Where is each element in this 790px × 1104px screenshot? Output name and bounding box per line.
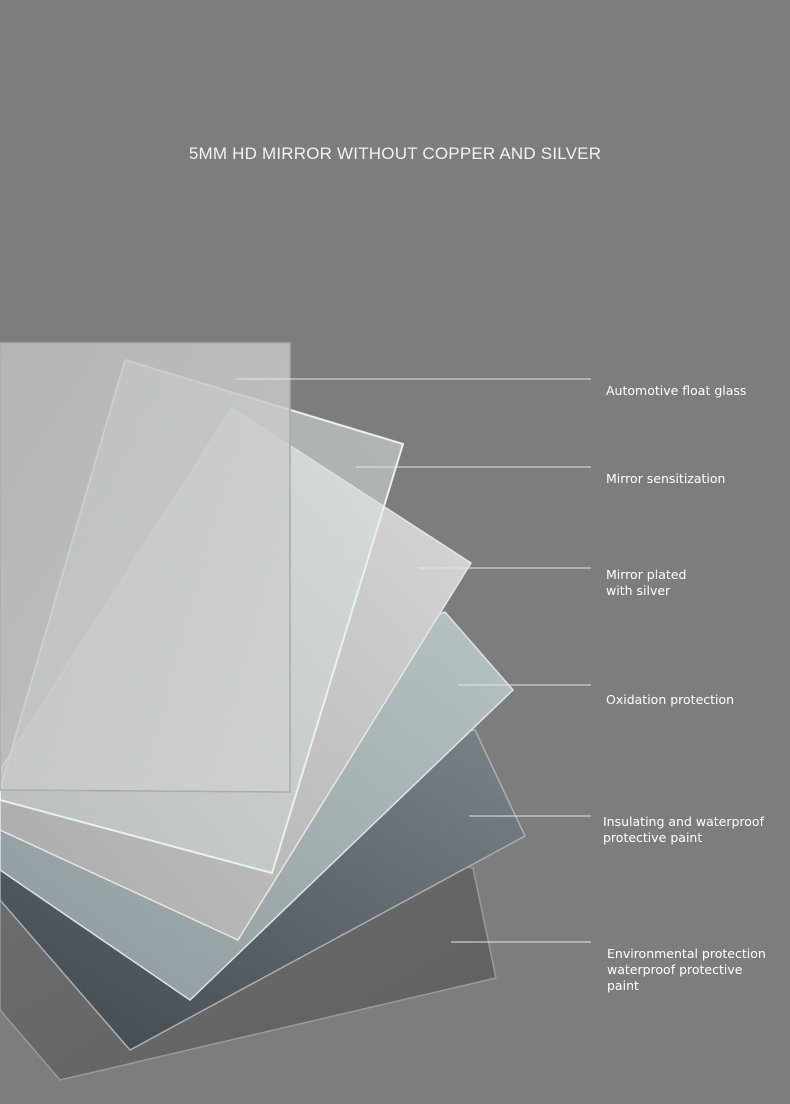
page-title: 5MM HD MIRROR WITHOUT COPPER AND SILVER <box>188 144 602 163</box>
layer-float-glass <box>0 342 291 793</box>
label-environmental-paint: Environmental protection waterproof prot… <box>607 946 766 993</box>
label-oxidation-protection: Oxidation protection <box>606 692 735 707</box>
label-float-glass: Automotive float glass <box>606 383 747 398</box>
label-silver-plating: Mirror plated with silver <box>606 567 687 598</box>
label-insulating-paint: Insulating and waterproof protective pai… <box>603 814 764 845</box>
label-mirror-sensitization: Mirror sensitization <box>606 471 726 486</box>
